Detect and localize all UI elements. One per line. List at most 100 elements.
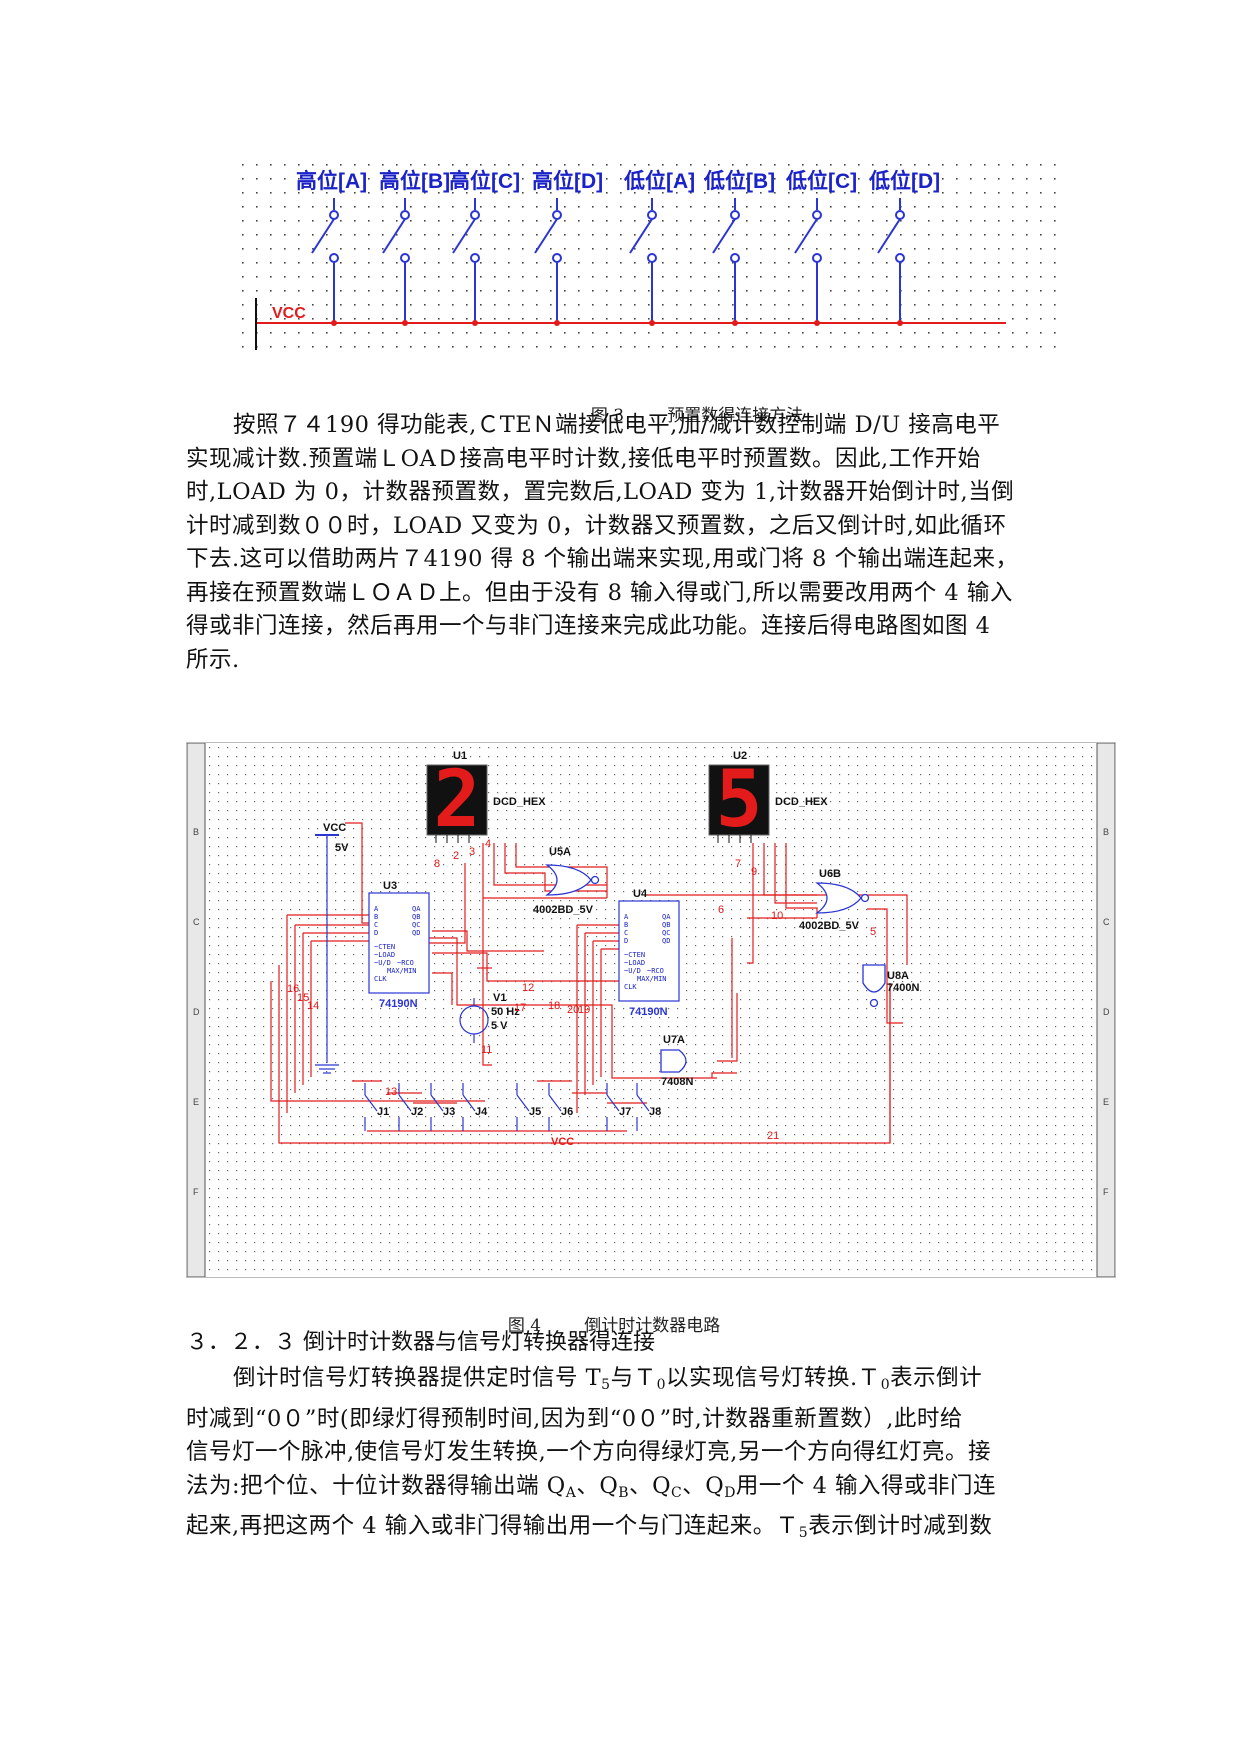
switch-j7: J7 xyxy=(606,1083,631,1131)
svg-text:QD: QD xyxy=(412,929,420,937)
svg-text:U3: U3 xyxy=(383,880,397,892)
svg-text:VCC: VCC xyxy=(323,822,346,834)
switch-j4: J4 xyxy=(462,1083,488,1131)
svg-text:4: 4 xyxy=(485,838,491,850)
text-run: 法为:把个位、十位计数器得输出端 Q xyxy=(186,1472,566,1499)
svg-text:QA: QA xyxy=(662,913,671,921)
svg-text:7408N: 7408N xyxy=(661,1076,693,1088)
switch-label: 低位[B] xyxy=(703,169,775,193)
gate-u8a xyxy=(862,964,886,1008)
text-run: 、Q xyxy=(682,1472,725,1499)
gate-u7a xyxy=(660,1049,687,1073)
figure-4-caption-text: 倒计时计数器电路 xyxy=(584,1316,721,1336)
svg-text:5: 5 xyxy=(716,755,763,845)
display-u1: U1 2 DCD_HEX xyxy=(426,750,546,845)
svg-text:~U/D: ~U/D xyxy=(624,967,641,975)
svg-text:F: F xyxy=(1103,1187,1109,1197)
switch-symbol xyxy=(712,198,740,326)
svg-text:~RCO: ~RCO xyxy=(647,967,664,975)
svg-text:10: 10 xyxy=(771,910,783,922)
svg-text:MAX/MIN: MAX/MIN xyxy=(637,975,667,983)
switch-label: 高位[A] xyxy=(296,169,367,193)
svg-text:QA: QA xyxy=(412,905,421,913)
subscript: 5 xyxy=(601,1377,611,1393)
svg-text:18: 18 xyxy=(548,1000,560,1012)
paragraph-2-line: 法为:把个位、十位计数器得输出端 QA、QB、QC、QD用一个 4 输入得或非门… xyxy=(186,1470,1046,1511)
svg-text:D: D xyxy=(193,1007,200,1017)
svg-text:13: 13 xyxy=(385,1086,397,1098)
switch-label: 高位[D] xyxy=(532,169,603,193)
paragraph-2: 倒计时信号灯转换器提供定时信号 T5与Ｔ0以实现信号灯转换.Ｔ0表示倒计 时减到… xyxy=(186,1362,1046,1551)
svg-text:QD: QD xyxy=(662,937,670,945)
svg-text:MAX/MIN: MAX/MIN xyxy=(387,967,417,975)
text-run: 与Ｔ xyxy=(610,1365,657,1391)
svg-text:11: 11 xyxy=(481,1044,492,1056)
svg-text:V1: V1 xyxy=(493,992,506,1004)
text-run: 以实现信号灯转换.Ｔ xyxy=(666,1365,881,1391)
svg-text:8: 8 xyxy=(434,858,440,870)
svg-text:17: 17 xyxy=(514,1002,526,1014)
svg-text:U1: U1 xyxy=(453,750,467,762)
svg-text:5 V: 5 V xyxy=(491,1020,508,1032)
paragraph-2-line: 时减到“0０”时(即绿灯得预制时间,因为到“0０”时,计数器重新置数）,此时给 xyxy=(186,1405,963,1432)
figure-4-caption: 图 4 倒计时计数器电路 xyxy=(497,1291,720,1336)
subscript: B xyxy=(618,1484,630,1501)
switch-label: 低位[A] xyxy=(623,169,695,193)
switch-label: J8 xyxy=(649,1106,661,1118)
svg-text:20: 20 xyxy=(567,1004,579,1016)
subscript: A xyxy=(565,1484,577,1501)
switch-label: 高位[B] xyxy=(379,169,450,193)
svg-text:U2: U2 xyxy=(733,750,747,762)
text-run: 、Q xyxy=(576,1472,619,1499)
svg-text:~U/D: ~U/D xyxy=(374,959,391,967)
paragraph-1-line: 时,LOAD 为 0，计数器预置数，置完数后,LOAD 变为 1,计数器开始倒计… xyxy=(186,479,1015,505)
svg-text:74190N: 74190N xyxy=(379,998,418,1010)
svg-text:7: 7 xyxy=(735,858,741,870)
svg-text:DCD_HEX: DCD_HEX xyxy=(493,796,546,808)
svg-text:19: 19 xyxy=(578,1004,590,1016)
svg-text:16: 16 xyxy=(287,983,299,995)
svg-text:B: B xyxy=(374,913,378,921)
svg-text:C: C xyxy=(1103,917,1110,927)
svg-text:QB: QB xyxy=(412,913,420,921)
svg-text:CLK: CLK xyxy=(624,983,637,991)
text-run: 表示倒计 xyxy=(890,1365,983,1391)
gate-u6b xyxy=(815,882,870,914)
svg-text:74190N: 74190N xyxy=(629,1006,668,1018)
figure-3: 高位[A]高位[B]高位[C]高位[D]低位[A]低位[B]低位[C]低位[D]… xyxy=(236,158,1056,354)
svg-text:U8A: U8A xyxy=(887,970,909,982)
display-u2: U2 5 DCD_HEX xyxy=(708,750,828,845)
text-run: 用一个 4 输入得或非门连 xyxy=(735,1472,997,1499)
svg-text:E: E xyxy=(1103,1097,1109,1107)
switch-label: J7 xyxy=(619,1106,631,1118)
text-run: 、Q xyxy=(629,1472,672,1499)
paragraph-1-line: 计时减到数００时，LOAD 又变为 0，计数器又预置数，之后又倒计时,如此循环 xyxy=(186,512,1007,539)
svg-text:~RCO: ~RCO xyxy=(397,959,414,967)
section-number: ３．２．３ xyxy=(186,1330,297,1355)
svg-text:CLK: CLK xyxy=(374,975,387,983)
svg-text:A: A xyxy=(624,913,629,921)
switch-label: J2 xyxy=(411,1106,423,1118)
svg-text:DCD_HEX: DCD_HEX xyxy=(775,796,828,808)
svg-text:U5A: U5A xyxy=(549,846,571,858)
switch-label: J6 xyxy=(561,1106,573,1118)
figure-3-caption-number: 图 3 xyxy=(590,406,625,426)
svg-text:14: 14 xyxy=(307,1000,319,1012)
section-heading: ３．２．３ 倒计时计数器与信号灯转换器得连接 xyxy=(186,1324,655,1356)
svg-text:D: D xyxy=(1103,1007,1110,1017)
paragraph-1-line: 实现减计数.预置端ＬOAＤ接高电平时计数,接低电平时预置数。因此,工作开始 xyxy=(186,445,981,472)
svg-text:QC: QC xyxy=(412,921,420,929)
figure-3-schematic: 高位[A]高位[B]高位[C]高位[D]低位[A]低位[B]低位[C]低位[D]… xyxy=(236,158,1056,354)
svg-text:4002BD_5V: 4002BD_5V xyxy=(799,920,860,932)
switch-symbol xyxy=(382,198,410,326)
switch-j1: J1 xyxy=(364,1083,389,1131)
svg-text:C: C xyxy=(624,929,628,937)
switch-label: J3 xyxy=(443,1106,455,1118)
svg-text:2: 2 xyxy=(453,850,459,862)
svg-text:QC: QC xyxy=(662,929,670,937)
section-title: 倒计时计数器与信号灯转换器得连接 xyxy=(303,1330,656,1355)
switch-symbol xyxy=(452,198,480,326)
paragraph-1-line: 再接在预置数端ＬＯＡＤ上。但由于没有 8 输入得或门,所以需要改用两个 4 输入 xyxy=(186,579,1013,606)
switch-label: 低位[C] xyxy=(785,169,857,193)
